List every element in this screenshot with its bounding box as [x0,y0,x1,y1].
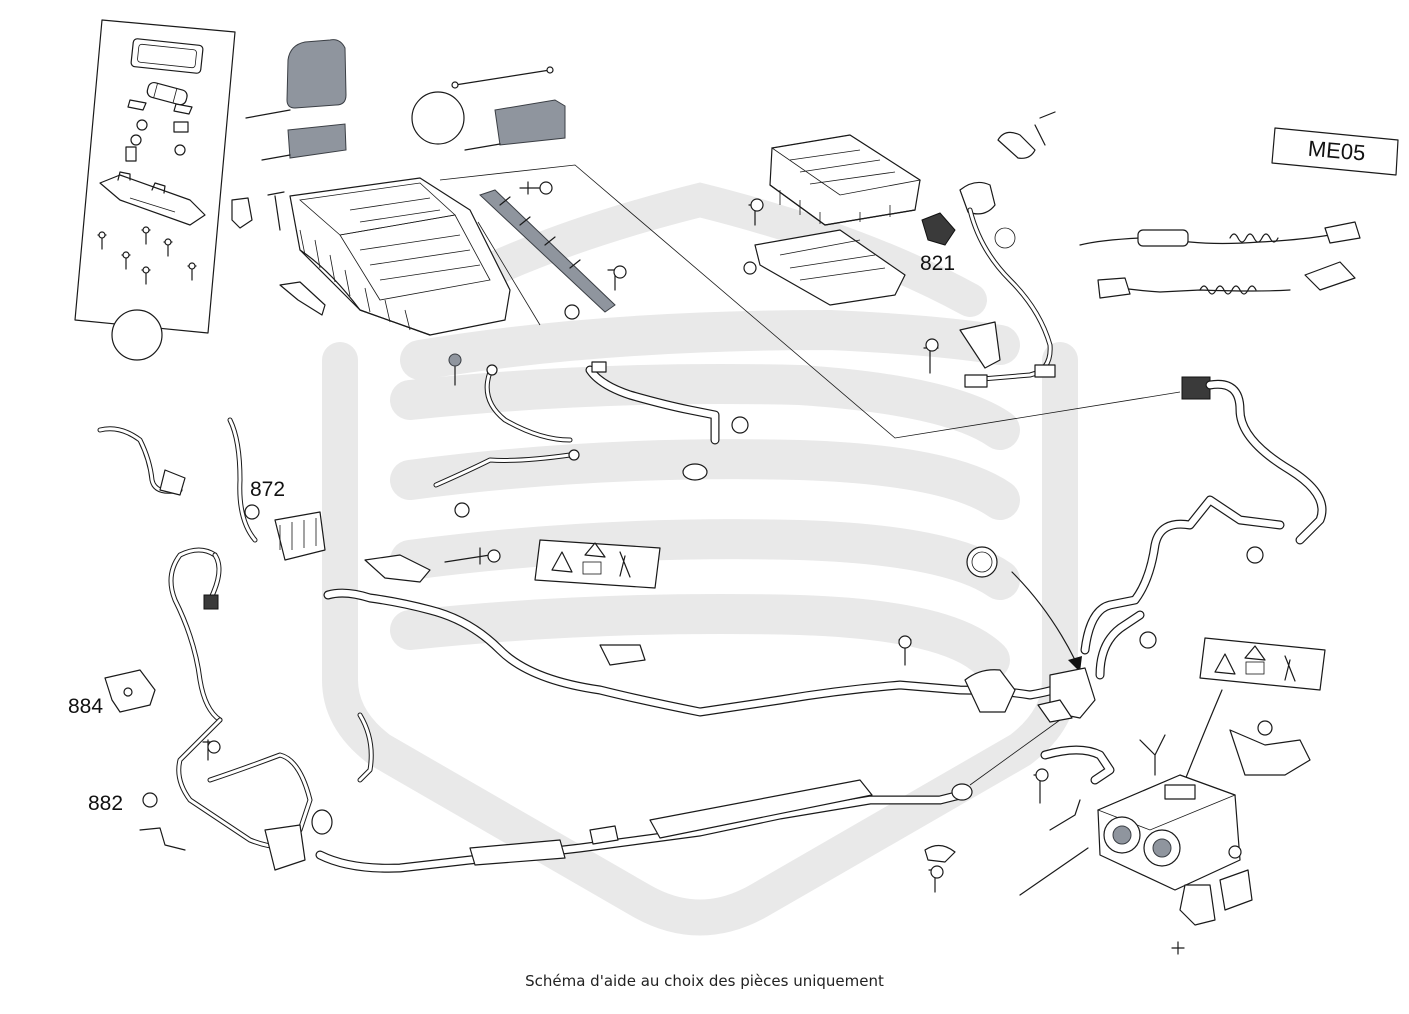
left-harness [168,547,374,871]
battery-pack [267,177,511,336]
inverter-charger-assembly [924,720,1311,955]
pointer-arrow-1 [1011,571,1076,661]
electronic-control-unit [743,134,922,306]
footer-caption: Schéma d'aide au choix des pièces unique… [525,972,884,990]
left-cable [97,426,186,496]
ground-cables [433,353,580,518]
connector-821-group [921,111,1056,388]
bracket-884: 884 [68,669,156,718]
pointer-arrowhead-1 [1068,656,1082,672]
callout-882: 882 [88,792,123,815]
coolant-hose-right [1080,495,1285,680]
bracket-clip [231,197,253,229]
main-lower-harness [323,547,1096,723]
callout-872: 872 [250,478,285,501]
right-harness [1181,376,1327,564]
bolt-882: 882 [88,792,186,851]
relay-block-872: 872 [227,417,326,561]
callout-884: 884 [68,695,103,718]
charging-cables [1079,221,1361,299]
callout-821: 821 [920,252,955,275]
leader-line [439,164,1181,439]
detail-circle [111,309,163,361]
grey-cover-parts [245,39,566,161]
warning-label-2 [1199,637,1326,691]
coolant-hose-upper [585,361,749,481]
ring-seal [966,546,998,578]
bracket-left [279,281,326,316]
support-rail [477,181,627,326]
bolt-set [97,226,197,285]
warning-label-1 [534,539,661,589]
reference-label: ME05 [1307,136,1366,166]
pointer-arrow-2 [1184,689,1223,781]
lower-pipe [315,719,1061,873]
reference-label-box: ME05 [1271,127,1399,176]
kit-panel [74,19,236,361]
